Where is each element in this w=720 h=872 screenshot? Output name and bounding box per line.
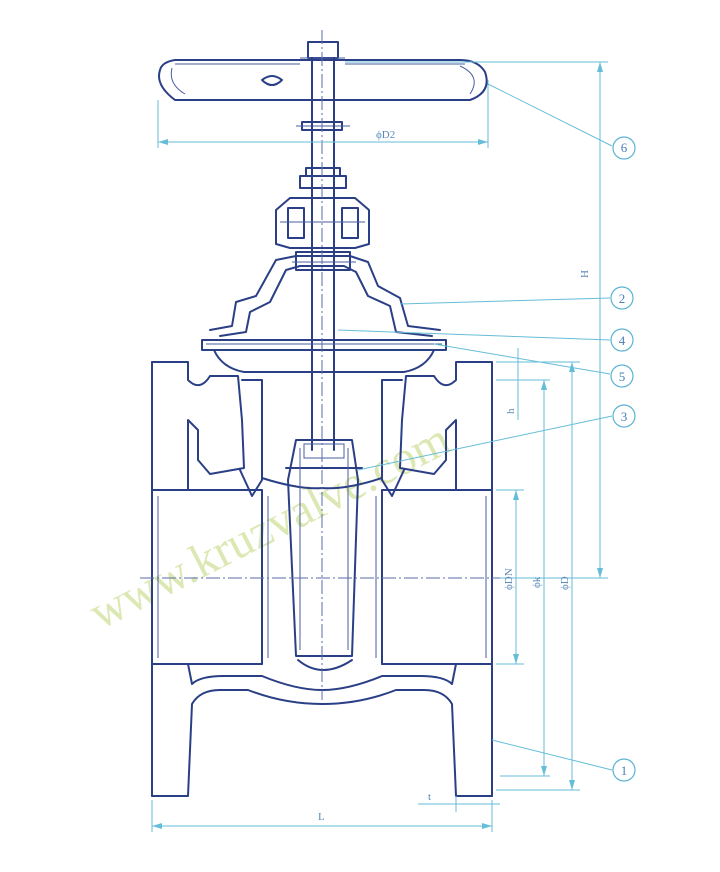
dim-k-label: ϕk (531, 576, 543, 588)
svg-text:1: 1 (621, 763, 628, 778)
leader-lines (337, 83, 613, 771)
callout-6: 6 (612, 136, 636, 160)
gland (275, 197, 370, 271)
svg-text:6: 6 (621, 140, 628, 155)
callout-2: 2 (610, 286, 634, 310)
svg-text:4: 4 (619, 333, 626, 348)
callout-5: 5 (610, 364, 634, 388)
stem (299, 57, 347, 451)
dim-h-label: H (579, 270, 591, 278)
handwheel (158, 41, 488, 131)
svg-text:5: 5 (619, 369, 626, 384)
valve-body (151, 361, 493, 797)
callout-4: 4 (610, 328, 634, 352)
dim-d2-label: ϕD2 (376, 129, 395, 141)
callout-3: 3 (612, 404, 636, 428)
svg-text:3: 3 (621, 409, 628, 424)
bonnet (201, 255, 447, 373)
callout-1: 1 (612, 758, 636, 782)
wedge (285, 439, 363, 671)
svg-text:2: 2 (619, 291, 626, 306)
dim-hsmall-label: h (505, 408, 517, 414)
dim-dn-label: ϕDN (503, 568, 515, 590)
dim-l-label: L (318, 811, 325, 823)
dim-d-label: ϕD (559, 576, 571, 590)
dimensions: ϕD2 H h ϕDN ϕk ϕD (151, 61, 608, 832)
dim-t-label: t (428, 791, 431, 803)
